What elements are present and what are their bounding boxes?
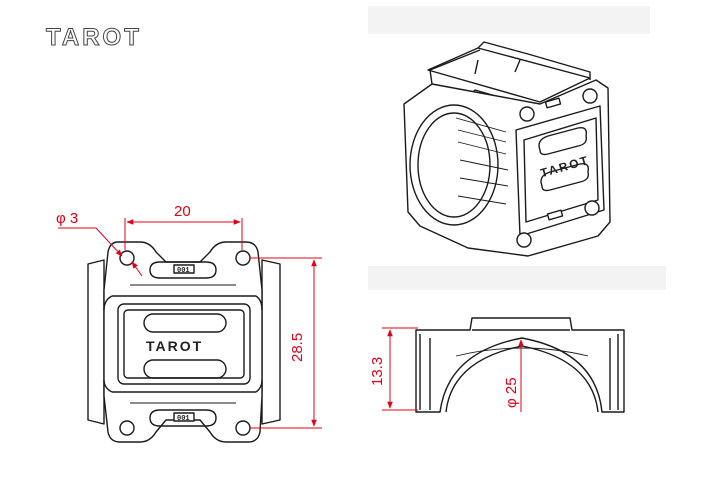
top-badge (173, 264, 195, 274)
badge-iso (544, 97, 562, 109)
side-height-label: 13.3 (369, 357, 386, 386)
bore-diameter-label: φ 25 (503, 377, 520, 408)
part-logo-front: TAROT (146, 338, 203, 354)
side-dimensions: 13.3 φ 25 (369, 327, 524, 412)
slot-upper-iso (538, 126, 588, 156)
side-view (415, 317, 625, 413)
isometric-view: TAROT (403, 41, 611, 257)
mount-hole-top-right (235, 250, 251, 266)
slot-upper (143, 313, 227, 333)
left-flange (87, 259, 105, 425)
front-plate (515, 105, 605, 237)
side-height-extension-lines (382, 327, 418, 411)
front-view: 001 TAROT 001 (87, 241, 281, 443)
mount-hole-bottom-left (119, 420, 135, 436)
mount-hole-iso (582, 88, 598, 104)
slot-lower (143, 359, 227, 379)
recessed-panel (117, 303, 251, 385)
top-badge-text: 001 (177, 267, 190, 275)
background-panel-top (368, 6, 650, 34)
mount-hole-iso (584, 200, 600, 216)
side-profile (415, 317, 625, 413)
mount-hole-iso (516, 232, 532, 248)
brand-logo: TAROT (46, 24, 142, 51)
slot-lower-iso (540, 162, 590, 192)
hole-diameter-label: φ 3 (56, 210, 78, 227)
bottom-badge-text: 001 (177, 415, 190, 423)
mount-hole-top-left (119, 250, 135, 266)
background-panel-mid (368, 266, 666, 290)
front-dimensions: φ 3 20 28.5 (56, 203, 322, 429)
mount-hole-iso (519, 106, 535, 122)
top-badge-slot (149, 261, 217, 279)
width-label: 20 (174, 203, 191, 220)
bottom-badge (173, 412, 195, 422)
width-extension-lines (124, 218, 243, 250)
tube-opening (409, 104, 499, 226)
height-extension-lines (250, 257, 322, 429)
hole-leader (58, 227, 123, 257)
badge-iso (546, 209, 564, 221)
right-flange (261, 259, 281, 425)
mount-hole-bottom-right (235, 420, 251, 436)
height-label: 28.5 (289, 333, 306, 362)
bottom-badge-slot (149, 409, 217, 427)
